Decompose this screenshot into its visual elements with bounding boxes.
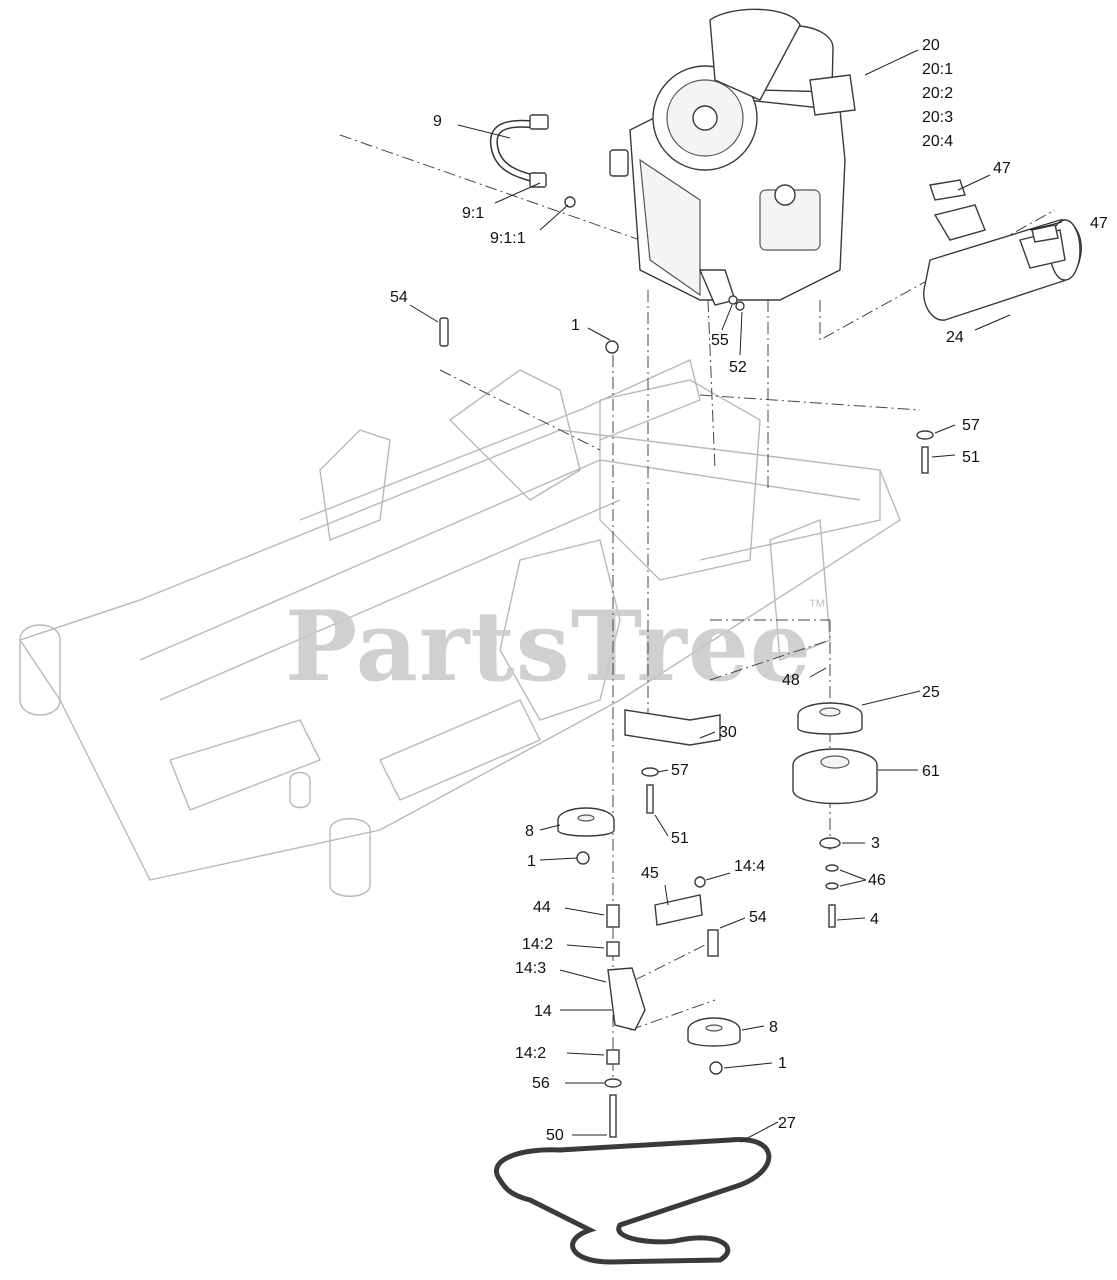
callout-9-1-1: 9:1:1: [490, 230, 526, 247]
callout-1-middle: 1: [527, 853, 536, 870]
callout-57-right: 57: [962, 417, 980, 434]
leader-lines: [409, 49, 1063, 1143]
callout-3: 3: [871, 835, 880, 852]
callout-14: 14: [534, 1003, 552, 1020]
callout-20-2: 20:2: [922, 85, 953, 102]
callout-47-lower: 47: [1090, 215, 1108, 232]
watermark-text: PartsTree: [285, 590, 812, 703]
callout-44: 44: [533, 899, 551, 916]
callout-27: 27: [778, 1115, 796, 1132]
muffler-assembly: [923, 179, 1082, 321]
callout-labels: 20 20:1 20:2 20:3 20:4 9 9:1 9:1:1 47 47…: [390, 37, 1108, 1144]
callout-46: 46: [868, 872, 886, 889]
callout-48: 48: [782, 672, 800, 689]
callout-1-lower: 1: [778, 1055, 787, 1072]
callout-24: 24: [946, 329, 964, 346]
callout-51-center: 51: [671, 830, 689, 847]
callout-54-lower: 54: [749, 909, 767, 926]
fuel-hose: [489, 114, 576, 208]
callout-4: 4: [870, 911, 879, 928]
callout-14-2-lower: 14:2: [515, 1045, 546, 1062]
callout-20-4: 20:4: [922, 133, 953, 150]
callout-14-3: 14:3: [515, 960, 546, 977]
assembly-lines: [339, 134, 1056, 1080]
callout-61: 61: [922, 763, 940, 780]
callout-9: 9: [433, 113, 442, 130]
callout-20: 20: [922, 37, 940, 54]
callout-14-2-upper: 14:2: [522, 936, 553, 953]
callout-56: 56: [532, 1075, 550, 1092]
callout-20-3: 20:3: [922, 109, 953, 126]
callout-25: 25: [922, 684, 940, 701]
engine-assembly: [609, 8, 856, 306]
callout-51-right: 51: [962, 449, 980, 466]
callout-30: 30: [719, 724, 737, 741]
mower-frame: [18, 359, 901, 897]
callout-47-upper: 47: [993, 160, 1011, 177]
watermark-trademark: ™: [808, 596, 826, 616]
callout-9-1: 9:1: [462, 205, 484, 222]
callout-52: 52: [729, 359, 747, 376]
callout-20-1: 20:1: [922, 61, 953, 78]
callout-1-upper: 1: [571, 317, 580, 334]
callout-14-4: 14:4: [734, 858, 765, 875]
callout-50: 50: [546, 1127, 564, 1144]
callout-57-center: 57: [671, 762, 689, 779]
callout-8-lower: 8: [769, 1019, 778, 1036]
callout-45: 45: [641, 865, 659, 882]
callout-55: 55: [711, 332, 729, 349]
callout-54-upper: 54: [390, 289, 408, 306]
callout-8-upper: 8: [525, 823, 534, 840]
pulley-assembly: [439, 295, 934, 1265]
